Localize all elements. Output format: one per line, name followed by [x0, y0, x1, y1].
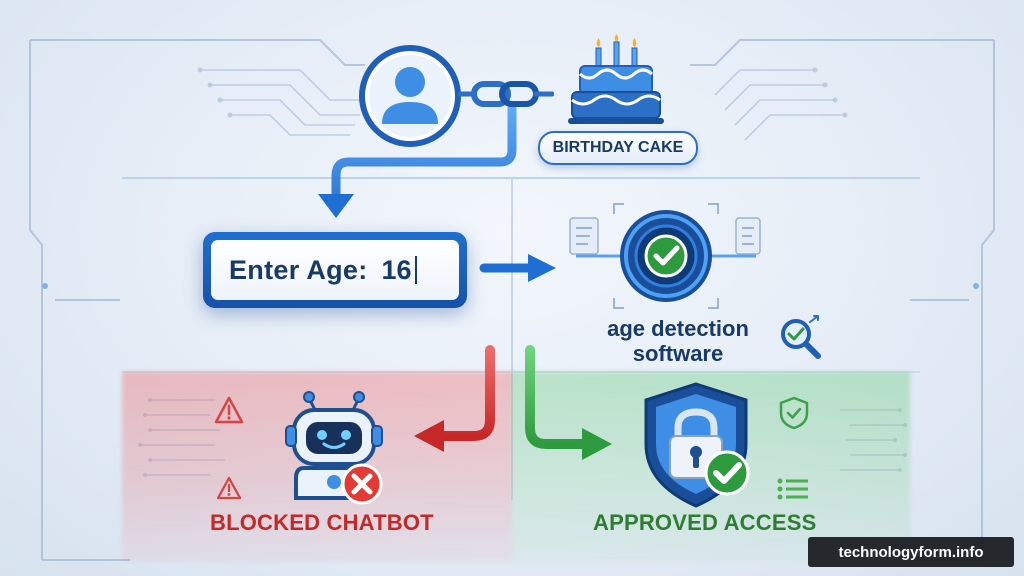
x-icon	[341, 463, 383, 505]
birthday-cake-badge: BIRTHDAY CAKE	[538, 131, 698, 165]
text-caret	[414, 256, 417, 284]
user-avatar-icon	[359, 45, 461, 147]
watermark-text: technologyform.info	[838, 543, 984, 561]
list-icon	[777, 478, 808, 500]
age-input[interactable]: Enter Age: 16	[203, 232, 467, 308]
small-shield-check-icon	[779, 396, 809, 430]
warning-icon	[216, 476, 242, 500]
software-label-line2: software	[632, 341, 724, 366]
age-input-field[interactable]: Enter Age: 16	[211, 240, 459, 300]
age-input-value[interactable]: 16	[381, 254, 412, 285]
approved-access-label: APPROVED ACCESS	[593, 510, 817, 535]
watermark: technologyform.info	[808, 537, 1014, 567]
software-label-line1: age detection	[607, 316, 749, 341]
chain-link-icon	[458, 81, 554, 107]
checkmark-icon	[704, 450, 750, 496]
warning-icon	[214, 396, 244, 424]
age-detection-software-label: age detection software	[583, 316, 773, 366]
blocked-chatbot-label: BLOCKED CHATBOT	[210, 510, 434, 535]
age-input-label: Enter Age:	[229, 254, 368, 285]
checkmark-icon	[644, 234, 688, 278]
birthday-cake-icon	[568, 34, 664, 124]
age-detection-gauge	[569, 203, 761, 309]
magnifier-icon	[781, 315, 821, 359]
birthday-cake-label: BIRTHDAY CAKE	[552, 139, 684, 156]
